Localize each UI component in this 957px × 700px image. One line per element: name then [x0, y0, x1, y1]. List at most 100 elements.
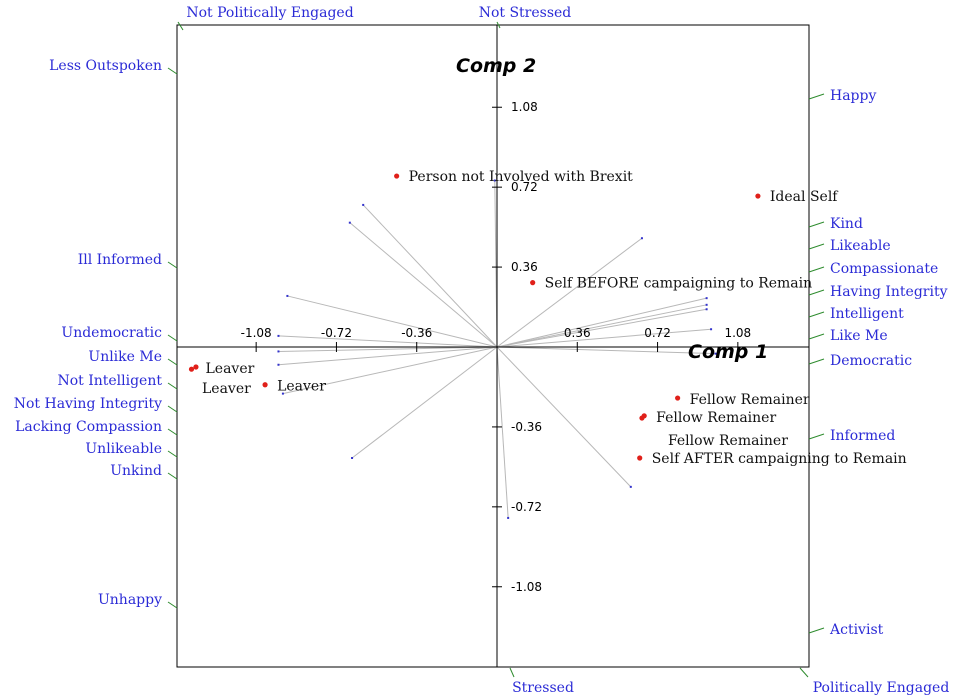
element-label: Ideal Self [770, 189, 839, 205]
pole-leader-line [808, 311, 825, 318]
element-label: Fellow Remainer [656, 410, 776, 426]
construct-vector-tip [714, 352, 717, 355]
pole-leader-line [808, 627, 825, 634]
y-axis-title: Comp 2 [456, 55, 536, 77]
y-tick-label: 0.72 [511, 180, 538, 194]
construct-vector-tip [640, 237, 643, 240]
element-label: Leaver [277, 379, 326, 395]
construct-pole-left: Not Having Integrity [14, 396, 162, 412]
construct-vector-tip [705, 303, 708, 306]
construct-vector-tip [362, 203, 365, 206]
pole-leader-line [808, 289, 825, 296]
construct-pole-left: Ill Informed [78, 252, 162, 268]
construct-pole-right: Happy [830, 88, 876, 104]
construct-vector [278, 346, 498, 366]
construct-vector-tip [286, 294, 289, 297]
x-axis-title: Comp 1 [688, 341, 768, 363]
element-label: Leaver [202, 381, 251, 397]
construct-pole-left: Unhappy [98, 592, 162, 608]
construct-vector-tip [705, 297, 708, 300]
pole-leader-line [167, 382, 178, 390]
element-point [188, 366, 195, 372]
construct-vector-tip [351, 457, 354, 459]
construct-vector-tip [348, 221, 351, 224]
pole-leader-line [167, 472, 178, 480]
pole-leader-line [177, 21, 184, 31]
pole-leader-line [808, 333, 825, 340]
x-tick-label: -0.72 [321, 326, 352, 340]
pole-leader-line [808, 266, 825, 273]
pole-leader-line [808, 243, 825, 250]
construct-vector-tip [629, 485, 632, 488]
element-point [755, 193, 761, 199]
construct-vector-tip [277, 363, 280, 366]
element-points [188, 173, 761, 461]
construct-vector-tip [705, 308, 708, 311]
construct-vector [496, 346, 716, 355]
element-label: Self BEFORE campaigning to Remain [545, 276, 812, 292]
construct-pole-left: Unlikeable [85, 441, 162, 457]
pole-leader-line [808, 358, 825, 365]
y-tick-label: -1.08 [511, 580, 542, 594]
construct-vector-tip [277, 350, 280, 353]
element-label: Fellow Remainer [668, 433, 788, 449]
pole-leader-line [167, 67, 178, 75]
construct-pole-bottom: Stressed [512, 680, 574, 696]
x-tick-label: 0.36 [564, 326, 591, 340]
construct-vector [362, 204, 498, 348]
pole-leader-line [799, 667, 809, 678]
construct-pole-left: Undemocratic [61, 325, 162, 341]
x-tick-label: 1.08 [724, 326, 751, 340]
element-point [262, 382, 268, 388]
pole-leader-line [509, 667, 515, 678]
pole-leader-line [167, 405, 178, 413]
pole-leader-line [167, 450, 178, 458]
construct-vector [278, 346, 498, 352]
pole-leader-line [808, 93, 825, 100]
construct-pole-right: Kind [830, 216, 863, 232]
element-point [637, 455, 643, 461]
construct-vector [496, 308, 707, 348]
element-point [639, 415, 645, 421]
construct-pole-left: Unkind [110, 463, 162, 479]
construct-vector [496, 304, 707, 348]
construct-vector-tip [710, 328, 713, 331]
pole-leader-line [167, 334, 178, 342]
construct-pole-left: Not Intelligent [57, 373, 162, 389]
construct-vector [496, 297, 707, 348]
plot-frame [176, 24, 810, 668]
pole-leader-line [167, 601, 178, 609]
pole-leader-line [167, 428, 178, 436]
construct-pole-left: Less Outspoken [49, 58, 162, 74]
element-label: Fellow Remainer [690, 392, 810, 408]
construct-vector [351, 346, 498, 459]
y-tick-label: 1.08 [511, 100, 538, 114]
pole-leader-line [808, 221, 825, 228]
construct-pole-right: Intelligent [830, 306, 904, 322]
construct-vector-tip [507, 516, 510, 519]
construct-pole-right: Like Me [830, 328, 888, 344]
element-label: Self AFTER campaigning to Remain [652, 451, 907, 467]
construct-pole-right: Likeable [830, 238, 891, 254]
element-point [394, 173, 400, 179]
pole-leader-line [808, 433, 825, 440]
construct-pole-top: Not Politically Engaged [186, 5, 353, 21]
construct-pole-left: Unlike Me [88, 349, 162, 365]
construct-vector-tip [281, 392, 284, 395]
element-point [193, 364, 199, 370]
y-tick-label: 0.36 [511, 260, 538, 274]
element-point [530, 280, 536, 286]
construct-vector [282, 346, 498, 395]
y-tick-label: -0.36 [511, 420, 542, 434]
axes [177, 25, 809, 667]
element-point [675, 395, 681, 401]
construct-pole-top: Not Stressed [479, 5, 572, 21]
construct-pole-bottom: Politically Engaged [813, 680, 950, 696]
pole-leader-lines [167, 21, 825, 678]
construct-vector [496, 328, 712, 348]
construct-vector [496, 237, 643, 348]
